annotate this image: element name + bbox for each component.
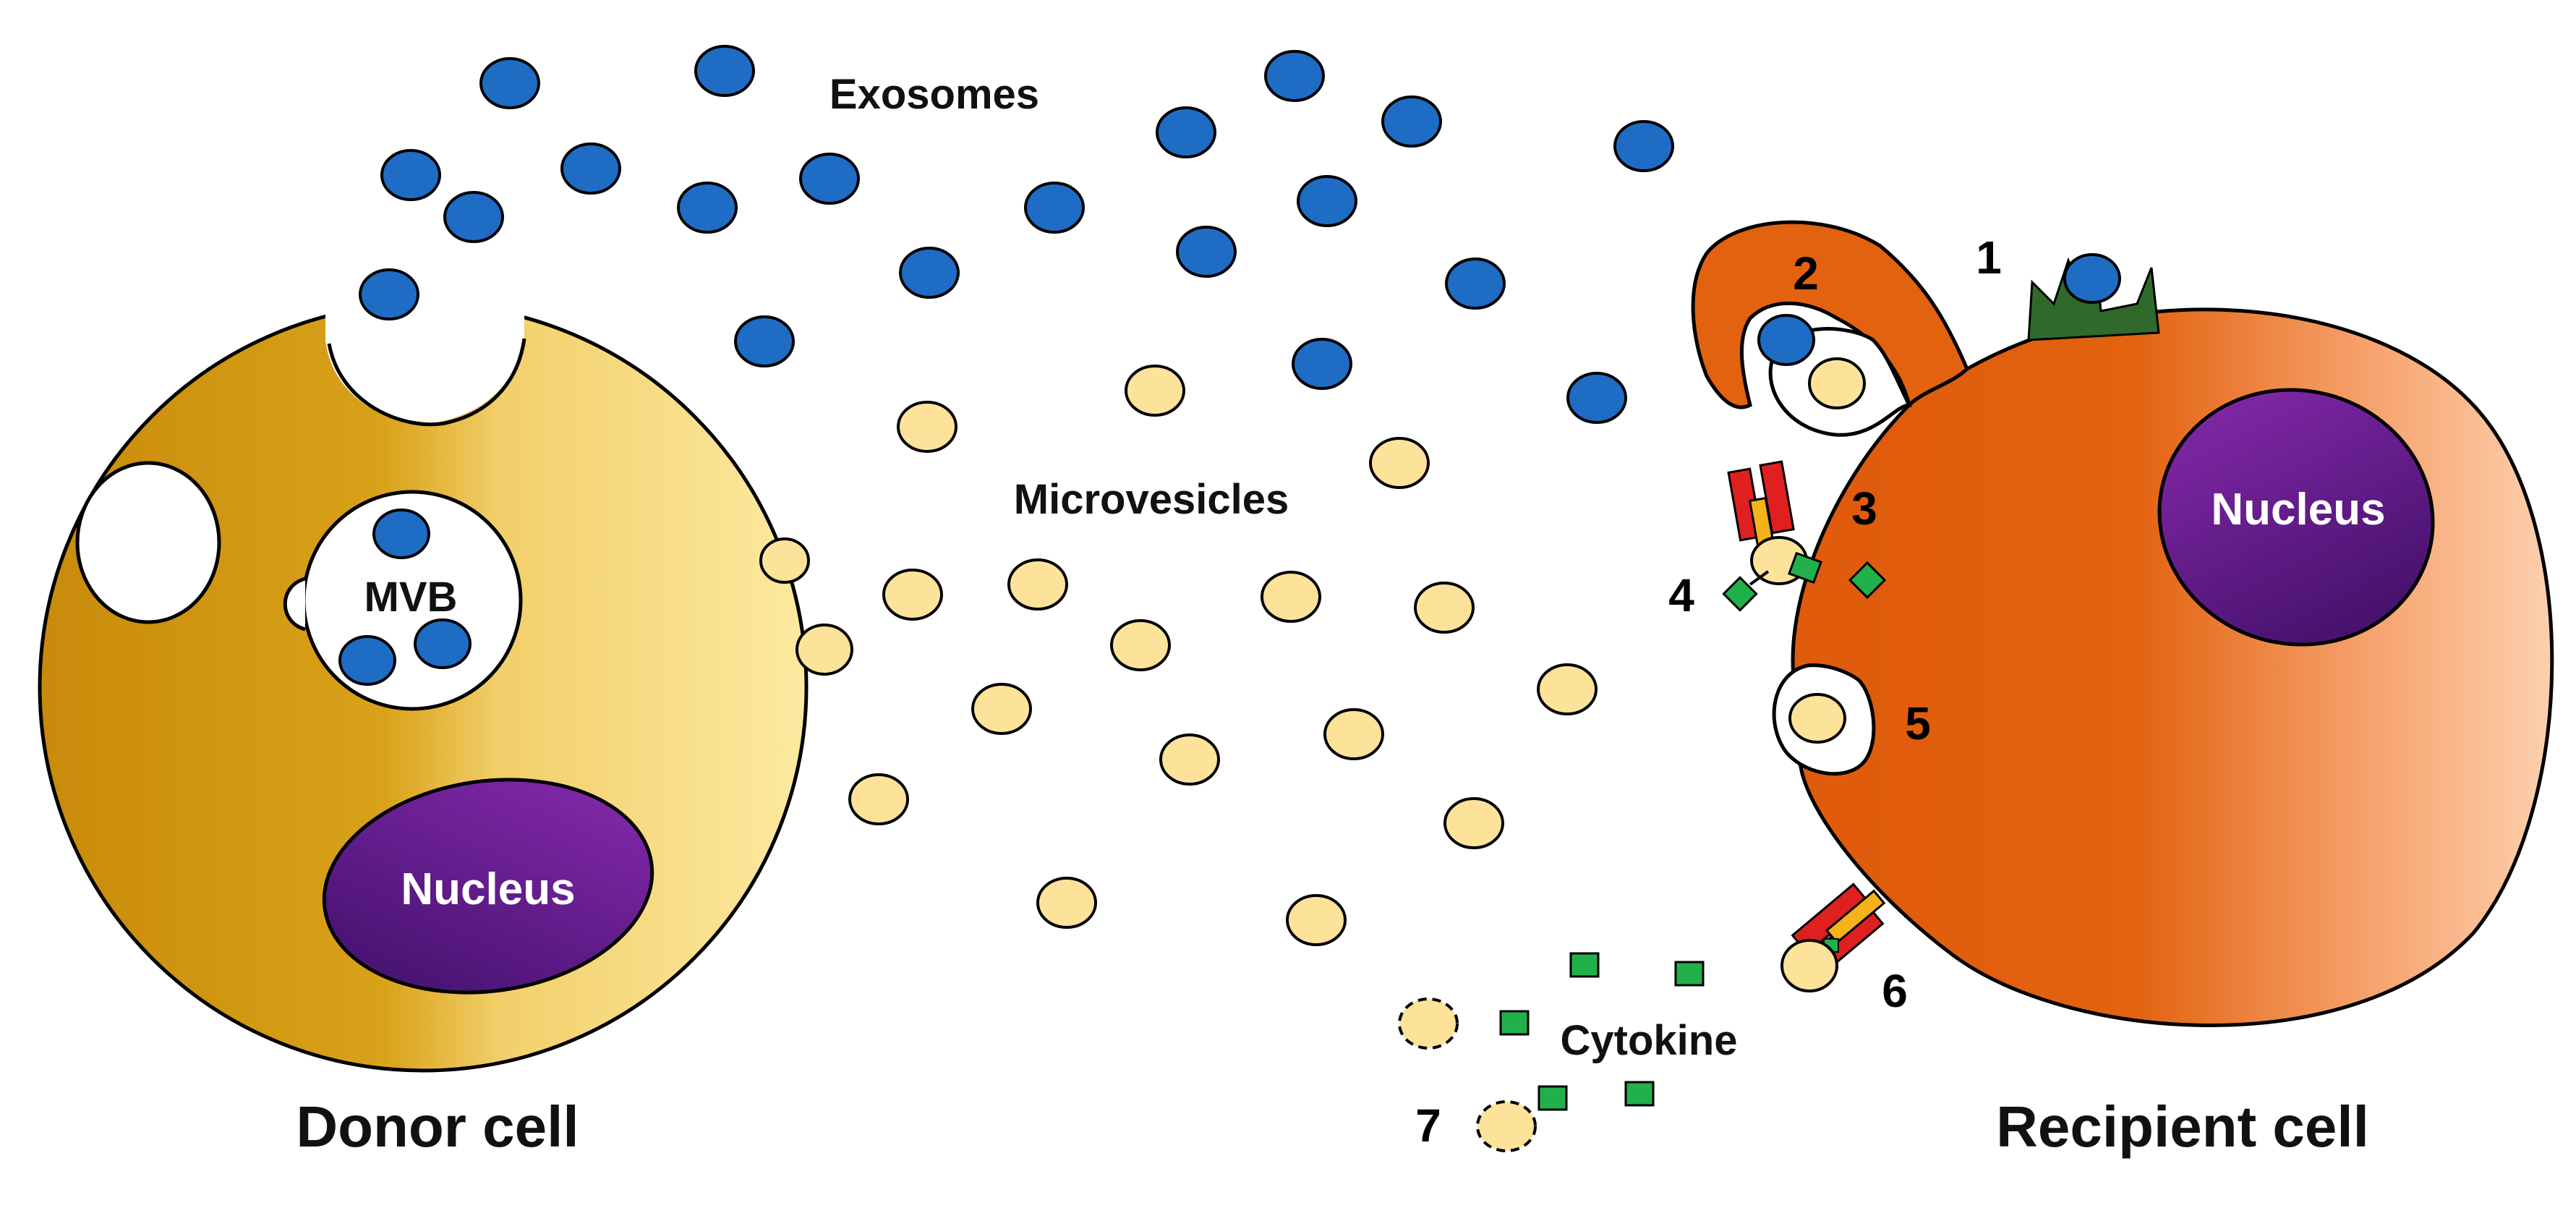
budding-microvesicle <box>759 537 810 584</box>
endocytosed-microvesicle <box>1788 693 1846 744</box>
donor-nucleus <box>322 778 654 995</box>
microvesicle <box>1261 571 1321 623</box>
cytokine <box>1624 1081 1655 1107</box>
step-2-label: 2 <box>1793 247 1819 299</box>
exosome <box>1156 106 1216 158</box>
cytokine-group <box>1398 952 1705 1152</box>
microvesicle <box>1323 708 1384 760</box>
microvesicle <box>1537 663 1598 715</box>
exosome <box>1381 95 1442 148</box>
step-7-label: 7 <box>1415 1099 1441 1152</box>
mvb-label: MVB <box>364 574 458 621</box>
microvesicle-cloud <box>848 365 1598 946</box>
free-cytokine <box>1848 561 1887 600</box>
microvesicles-label: Microvesicles <box>1014 476 1289 523</box>
exosome <box>380 149 441 201</box>
cytokine-label: Cytokine <box>1561 1017 1738 1064</box>
disrupted-vesicle <box>1398 998 1459 1050</box>
exosome <box>560 143 621 195</box>
cytokine <box>1499 1010 1530 1036</box>
multivesicular-body: MVB <box>283 490 523 711</box>
exosome <box>694 45 755 97</box>
step-5-label: 5 <box>1905 697 1931 749</box>
exosome <box>899 247 960 299</box>
microvesicle <box>1159 733 1220 786</box>
microvesicle <box>1007 558 1068 611</box>
step-3-label: 3 <box>1851 482 1877 535</box>
microvesicle <box>848 773 909 825</box>
recipient-cell-body <box>1786 307 2554 1027</box>
microvesicle <box>1443 797 1504 849</box>
donor-vacuole <box>75 461 221 624</box>
exosome <box>734 315 795 367</box>
exosome <box>479 57 540 109</box>
microvesicle <box>1036 877 1097 929</box>
bound-cytokine <box>1788 551 1822 584</box>
exosome <box>1566 372 1627 424</box>
docked-exosome <box>2063 253 2121 304</box>
disrupted-vesicle <box>1476 1100 1537 1152</box>
exosome <box>799 153 860 205</box>
microvesicle <box>1286 894 1347 946</box>
engulfed-microvesicle <box>1808 357 1866 409</box>
cytokine <box>1538 1085 1568 1111</box>
exosome <box>359 268 419 320</box>
receptor-complex-lower <box>1780 882 1886 992</box>
microvesicle <box>1110 619 1171 671</box>
exosome <box>443 191 504 243</box>
step-4-label: 4 <box>1668 569 1694 621</box>
recipient-cell: Nucleus <box>1691 220 2554 1027</box>
microvesicle <box>1125 365 1185 417</box>
budding-microvesicle <box>796 624 853 676</box>
step-1-label: 1 <box>1976 231 2002 284</box>
microvesicle <box>882 569 943 621</box>
cytokine <box>1569 952 1600 978</box>
microvesicle <box>971 683 1032 735</box>
step-6-label: 6 <box>1882 965 1908 1017</box>
microvesicle <box>1414 582 1475 634</box>
exosome-cloud <box>359 45 1674 424</box>
exosome <box>1445 258 1506 310</box>
exosome <box>1176 226 1237 278</box>
recipient-cell-label: Recipient cell <box>1996 1094 2369 1159</box>
exosome <box>1613 120 1674 172</box>
microvesicle <box>897 401 958 453</box>
donor-nucleus-label: Nucleus <box>401 864 575 914</box>
donor-cell-label: Donor cell <box>296 1094 579 1159</box>
cytokine <box>1674 961 1705 987</box>
recipient-nucleus-label: Nucleus <box>2211 485 2385 535</box>
exosome <box>1297 175 1357 227</box>
donor-cell: MVB Nucleus <box>38 289 853 1073</box>
engulfed-exosome <box>1757 314 1815 366</box>
microvesicle <box>1369 437 1430 489</box>
exosome <box>677 182 738 234</box>
recipient-nucleus <box>2157 388 2435 647</box>
donor-release-pit <box>325 289 524 424</box>
exosome <box>1024 182 1085 234</box>
exosomes-label: Exosomes <box>829 71 1039 118</box>
exosome <box>1264 50 1325 102</box>
exosome <box>1292 338 1352 390</box>
bound-cytokine <box>1722 576 1758 612</box>
